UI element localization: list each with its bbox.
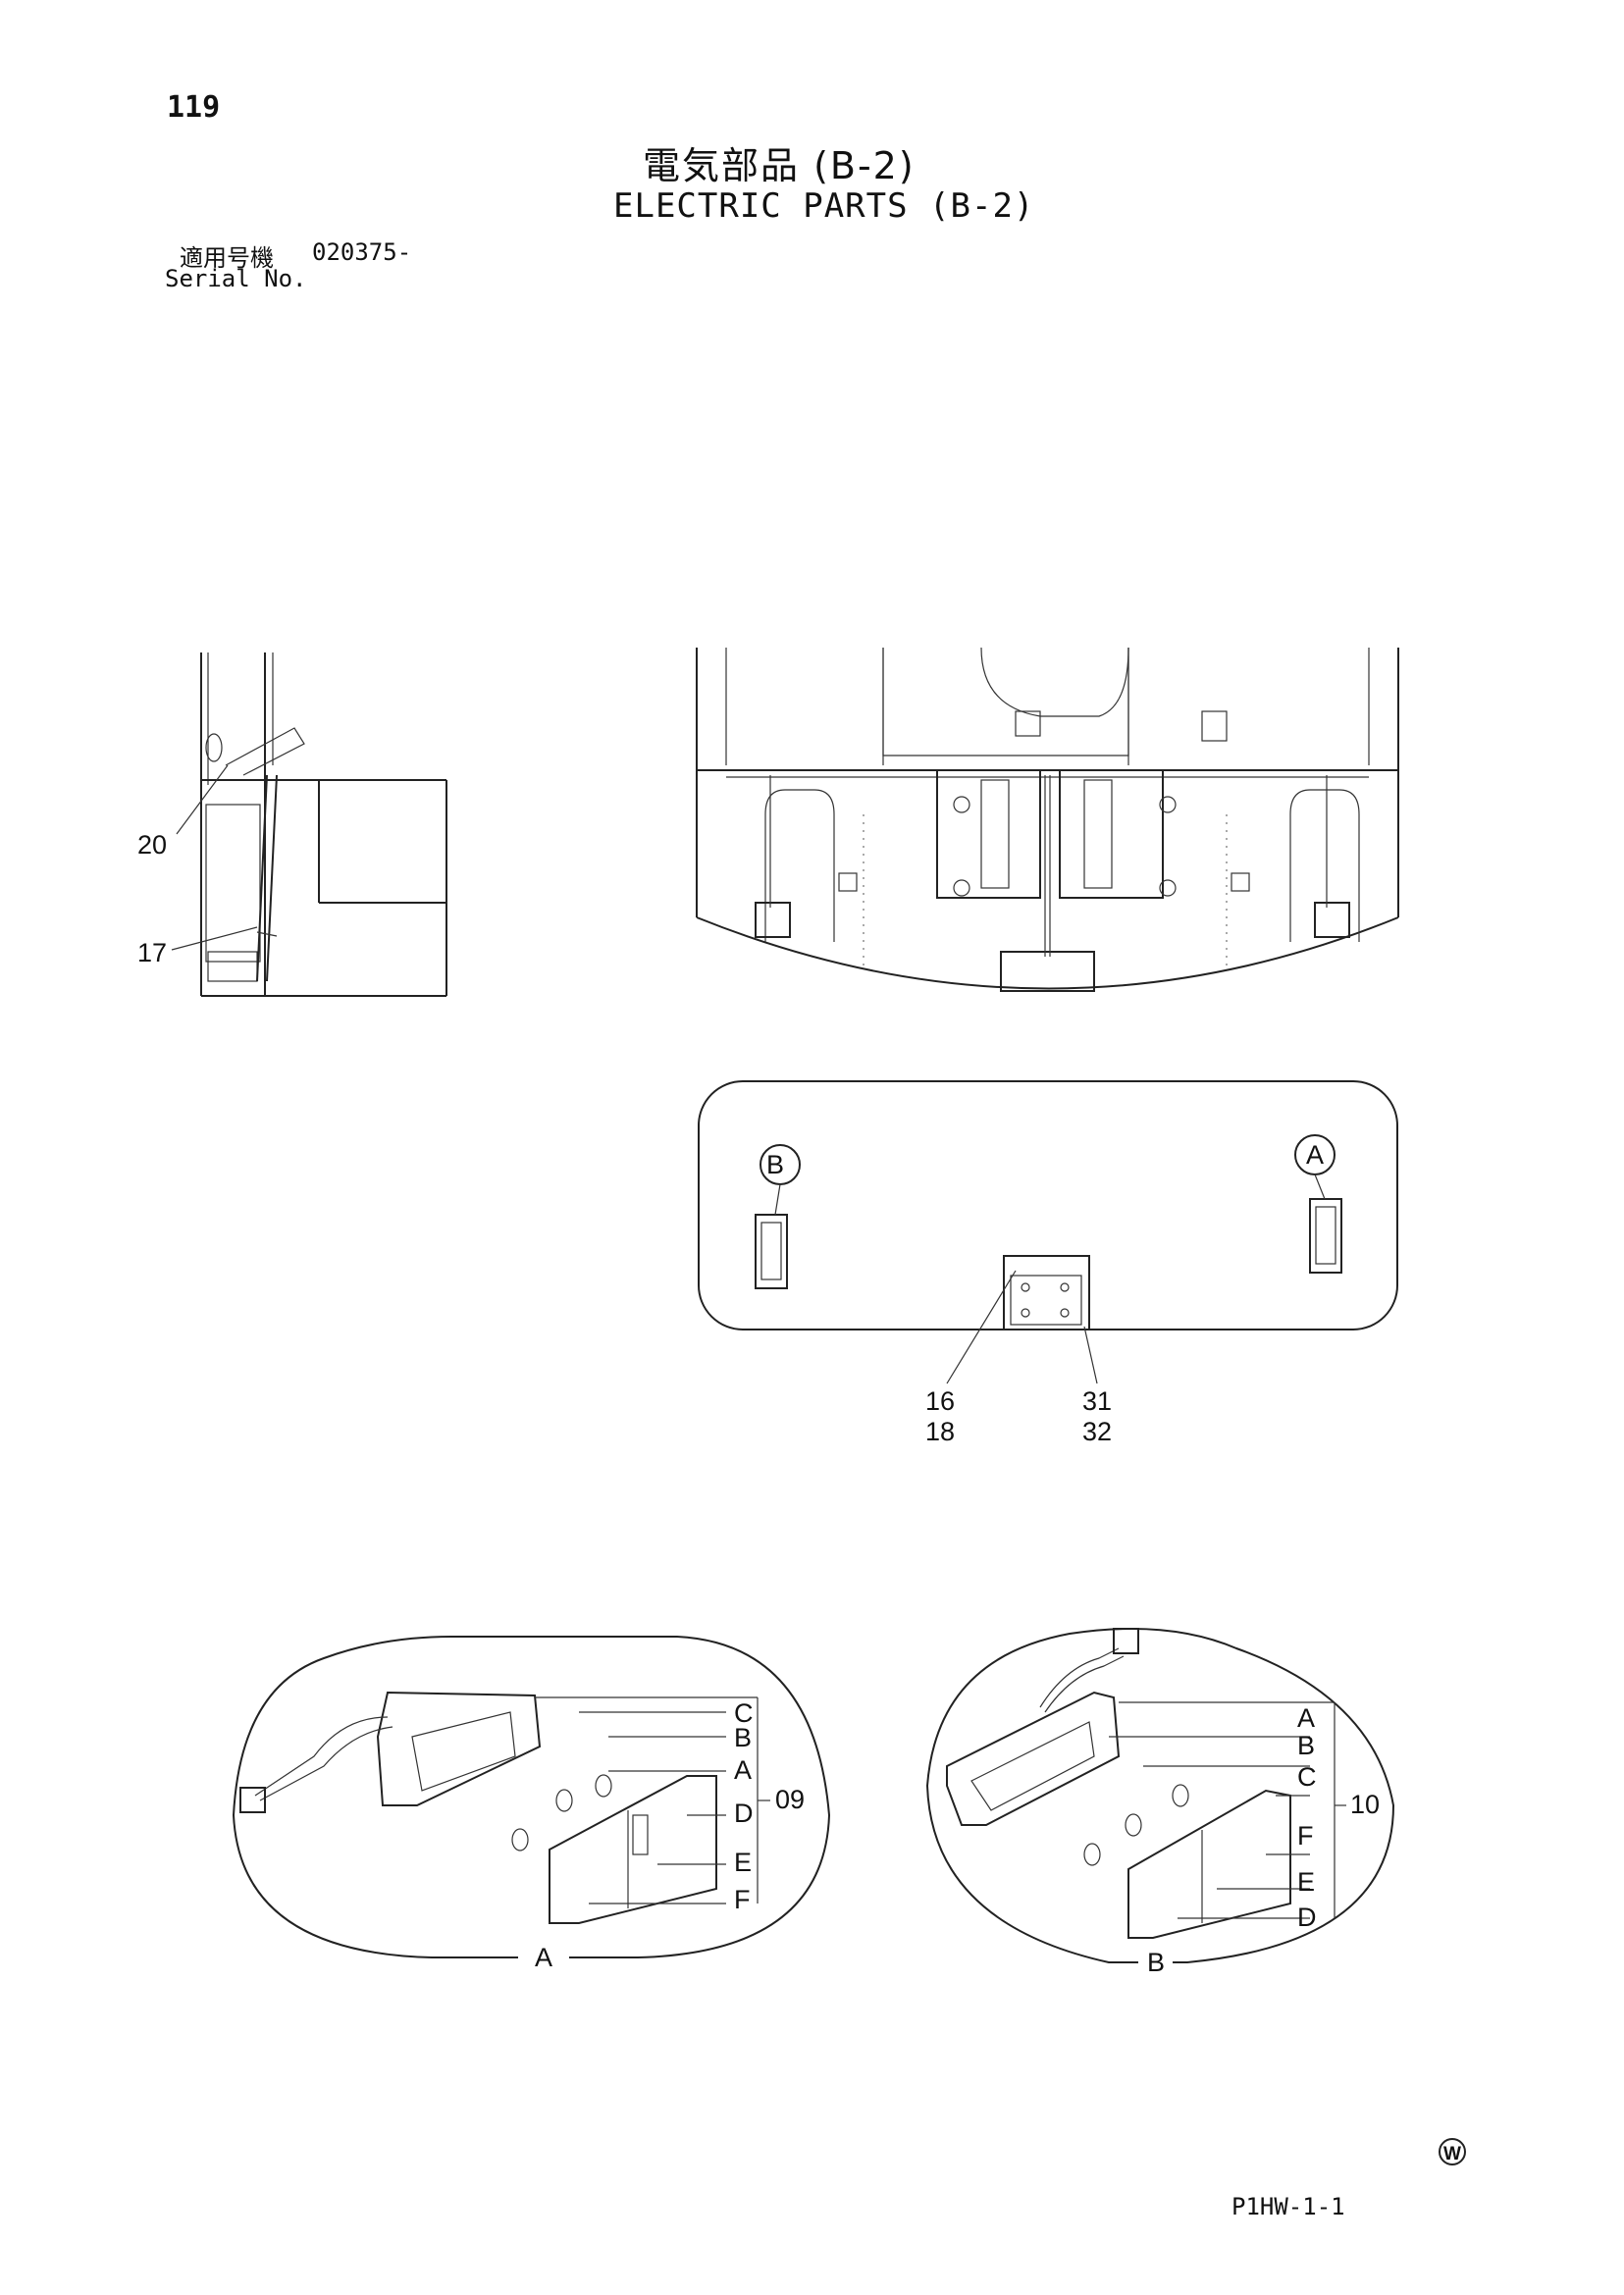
detail-a-assembly-number: 09 bbox=[775, 1785, 805, 1814]
callout-16: 16 bbox=[925, 1386, 955, 1416]
serial-label-japanese: 適用号機 bbox=[180, 244, 274, 272]
detail-a-letter-b: B bbox=[734, 1723, 752, 1752]
callout-18: 18 bbox=[925, 1417, 955, 1446]
circled-w-logo: W bbox=[1439, 2138, 1466, 2165]
detail-b-letter-e: E bbox=[1297, 1867, 1315, 1897]
side-view-drawing bbox=[171, 652, 447, 997]
detail-b-caption: B bbox=[1147, 1948, 1165, 1977]
detail-a-letter-f: F bbox=[734, 1885, 751, 1914]
callout-20: 20 bbox=[137, 830, 167, 860]
page-number: 119 bbox=[167, 90, 221, 125]
detail-a-letter-c: C bbox=[734, 1698, 754, 1728]
svg-text:W: W bbox=[1443, 2144, 1461, 2165]
detail-a-letter-d: D bbox=[734, 1799, 754, 1828]
detail-b-letter-d: D bbox=[1297, 1903, 1317, 1932]
serial-number-value: 020375- bbox=[312, 238, 412, 266]
rear-view-drawing bbox=[696, 647, 1399, 992]
detail-a-letter-e: E bbox=[734, 1848, 752, 1877]
serial-label-english: Serial No. bbox=[165, 265, 307, 292]
detail-a-drawing bbox=[232, 1636, 831, 1958]
detail-marker-b: B bbox=[766, 1150, 784, 1179]
detail-b-drawing bbox=[925, 1628, 1395, 1963]
detail-b-letter-f: F bbox=[1297, 1821, 1314, 1851]
detail-b-letter-a: A bbox=[1297, 1703, 1315, 1733]
callout-32: 32 bbox=[1082, 1417, 1112, 1446]
bottom-outline-drawing bbox=[698, 1080, 1398, 1384]
title-english: ELECTRIC PARTS (B-2) bbox=[613, 186, 1035, 226]
detail-marker-a: A bbox=[1306, 1140, 1324, 1170]
detail-b-assembly-number: 10 bbox=[1350, 1790, 1380, 1819]
detail-b-letter-b: B bbox=[1297, 1731, 1315, 1760]
detail-a-letter-a: A bbox=[734, 1755, 752, 1785]
document-code: P1HW-1-1 bbox=[1231, 2193, 1345, 2220]
title-japanese: 電気部品 (B-2) bbox=[643, 144, 916, 187]
callout-31: 31 bbox=[1082, 1386, 1112, 1416]
detail-b-letter-c: C bbox=[1297, 1762, 1317, 1792]
callout-17: 17 bbox=[137, 938, 167, 967]
detail-a-caption: A bbox=[535, 1943, 552, 1972]
